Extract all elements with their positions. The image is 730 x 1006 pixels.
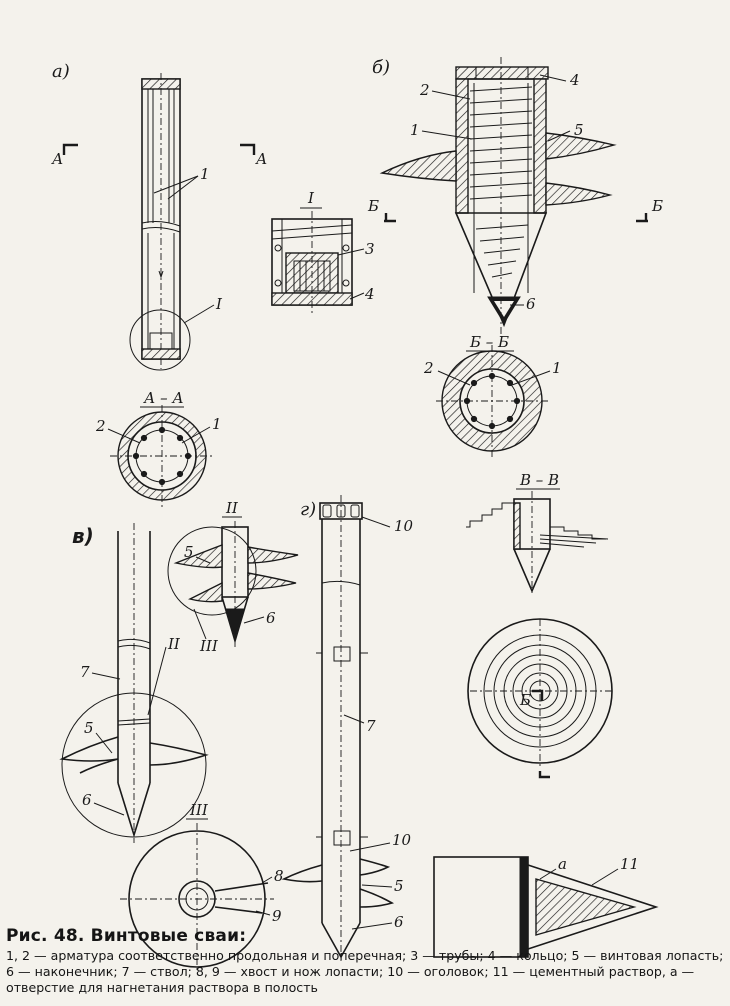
- callout-2-bb: 2: [423, 359, 434, 377]
- section-bb: Б – Б 2 1: [423, 333, 562, 457]
- view-g-pile: г) 10 7 10 5 6: [281, 495, 414, 961]
- view-a-label: а): [52, 61, 70, 82]
- callout-6-b: 6: [526, 295, 536, 313]
- callout-10-bottom: 10: [392, 831, 412, 849]
- figure-caption: Рис. 48. Винтовые сваи: 1, 2 — арматура …: [6, 926, 724, 996]
- callout-2-aa: 2: [95, 417, 106, 435]
- detail-i-label: I: [215, 295, 223, 313]
- callout-1-a: 1: [200, 165, 210, 183]
- view-g-label: г): [300, 499, 316, 520]
- detail-iii-ref: III: [199, 637, 219, 655]
- callout-5-v: 5: [84, 719, 94, 737]
- section-bb-title: Б – Б: [469, 333, 509, 351]
- section-marker-v: Б: [519, 691, 531, 709]
- section-vv-title: В – В: [519, 471, 559, 489]
- view-a-pile: а) I 1 А А: [51, 61, 267, 371]
- callout-6-v: 6: [82, 791, 92, 809]
- section-aa-title: А – А: [143, 389, 184, 407]
- section-marker-b-left: Б: [367, 197, 379, 215]
- detail-iii-title: III: [189, 801, 209, 819]
- caption-text: 1, 2 — арматура соответственно продольна…: [6, 948, 724, 995]
- callout-3: 3: [365, 240, 375, 258]
- callout-4-detail: 4: [364, 285, 375, 303]
- section-marker-a-left: А: [51, 150, 63, 168]
- tip-with-cement: а 11: [433, 855, 659, 958]
- callout-5-ii: 5: [184, 543, 194, 561]
- callout-2-b: 2: [419, 81, 430, 99]
- callout-10-top: 10: [394, 517, 414, 535]
- callout-7-v: 7: [80, 663, 90, 681]
- callout-9: 9: [272, 907, 282, 925]
- view-v-label: в): [72, 524, 94, 548]
- section-vv: В – В Б: [466, 471, 613, 779]
- detail-iii: III 8 9: [120, 801, 284, 973]
- section-aa: А – А 2 1: [95, 389, 222, 507]
- callout-5-b: 5: [574, 121, 584, 139]
- detail-ii-title: II: [225, 499, 239, 517]
- callout-8: 8: [274, 867, 284, 885]
- detail-ii-label-v: II: [167, 635, 181, 653]
- callout-4-b: 4: [569, 71, 580, 89]
- callout-11: 11: [620, 855, 639, 873]
- view-b-label: б): [372, 57, 390, 78]
- detail-i: I 3 4: [271, 189, 375, 313]
- callout-7-g: 7: [366, 717, 376, 735]
- view-b-pile: б): [367, 57, 663, 335]
- view-v-pile: в) II 7 5 6: [59, 523, 209, 843]
- section-marker-b-right: Б: [651, 197, 663, 215]
- callout-1-bb: 1: [552, 359, 562, 377]
- callout-6-ii: 6: [266, 609, 276, 627]
- detail-i-title: I: [307, 189, 315, 207]
- callout-5-g: 5: [394, 877, 404, 895]
- callout-1-aa: 1: [212, 415, 222, 433]
- callout-a: а: [558, 855, 567, 873]
- callout-6-g: 6: [394, 913, 404, 931]
- callout-1-b: 1: [410, 121, 420, 139]
- section-marker-a-right: А: [255, 150, 267, 168]
- detail-ii: II III 5 6: [167, 499, 299, 655]
- caption-title: Рис. 48. Винтовые сваи:: [6, 926, 247, 946]
